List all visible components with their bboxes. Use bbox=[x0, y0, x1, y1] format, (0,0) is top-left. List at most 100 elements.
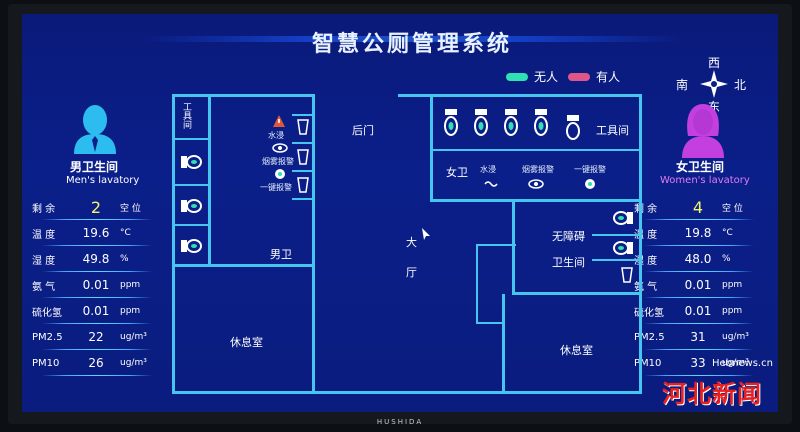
toilet-icon bbox=[534, 109, 548, 136]
smoke-detector-icon bbox=[528, 179, 544, 189]
wall bbox=[175, 264, 315, 267]
toilet-icon bbox=[181, 239, 202, 253]
toilet-icon bbox=[444, 109, 458, 136]
monitor-brand: HUSHIDA bbox=[376, 418, 424, 426]
wall bbox=[592, 259, 639, 261]
alarm-button-icon bbox=[585, 179, 595, 189]
room-label-men: 男卫 bbox=[270, 248, 292, 261]
compass-rose-icon bbox=[700, 70, 728, 98]
wall bbox=[292, 114, 312, 116]
sensor-label-smoke-left: 烟雾报警 bbox=[262, 157, 294, 166]
wall bbox=[476, 322, 502, 324]
smoke-detector-icon bbox=[272, 143, 288, 153]
room-label-women: 女卫 bbox=[446, 166, 468, 179]
toilet-icon bbox=[504, 109, 518, 136]
water-alert-icon bbox=[484, 181, 498, 187]
room-label-back-door: 后门 bbox=[352, 124, 374, 137]
page-title: 智慧公厕管理系统 bbox=[311, 32, 512, 57]
vacant-swatch bbox=[506, 72, 528, 81]
man-avatar-icon bbox=[74, 105, 116, 154]
sensor-label-water-right: 水浸 bbox=[480, 165, 496, 174]
woman-avatar-icon bbox=[682, 104, 724, 158]
wall bbox=[175, 224, 209, 226]
toilet-icon bbox=[181, 199, 202, 213]
room-label-lobby-1: 大 bbox=[406, 236, 417, 249]
urinal-icon bbox=[297, 177, 309, 193]
wall bbox=[175, 184, 209, 186]
compass: 西 南 北 东 bbox=[674, 54, 754, 124]
sensor-label-alarm-right: 一键报警 bbox=[574, 165, 606, 174]
water-alert-icon bbox=[273, 115, 285, 127]
watermark-logo: 河北新闻网 bbox=[662, 380, 762, 408]
wall bbox=[172, 94, 312, 97]
compass-west: 西 bbox=[708, 56, 721, 70]
floor-plan: 工具间 后门 水浸 烟雾报警 一键报警 男卫 大 厅 休息室 女卫 水浸 烟雾报… bbox=[172, 94, 642, 412]
room-label-lounge-right: 休息室 bbox=[560, 344, 593, 357]
title-bar: 智慧公厕管理系统 bbox=[142, 18, 682, 60]
wall bbox=[430, 94, 433, 199]
dashboard-screen: 智慧公厕管理系统 无人 有人 西 南 北 东 男卫生间 Men's lavato… bbox=[22, 14, 778, 412]
toilet-icon bbox=[181, 155, 202, 169]
toilet-icon bbox=[566, 115, 580, 140]
room-label-lobby-2: 厅 bbox=[406, 266, 417, 279]
wall bbox=[208, 94, 211, 264]
wall bbox=[512, 202, 515, 292]
wall bbox=[292, 142, 312, 144]
sensor-label-smoke-right: 烟雾报警 bbox=[522, 165, 554, 174]
wall bbox=[430, 149, 639, 151]
vacant-label: 无人 bbox=[534, 70, 559, 84]
wall bbox=[172, 94, 175, 394]
toilet-icon bbox=[474, 109, 488, 136]
wall bbox=[592, 234, 639, 236]
wall bbox=[312, 94, 315, 392]
wall bbox=[476, 244, 478, 322]
room-label-tool-left: 工具间 bbox=[181, 102, 191, 129]
men-panel-title: 男卫生间 bbox=[70, 160, 119, 174]
wall bbox=[476, 244, 516, 246]
urinal-icon bbox=[297, 149, 309, 165]
urinal-icon bbox=[621, 267, 633, 283]
occupancy-legend: 无人 有人 bbox=[506, 68, 620, 85]
wall bbox=[639, 94, 642, 394]
mouse-cursor-icon bbox=[422, 228, 430, 240]
alarm-button-icon bbox=[275, 169, 285, 179]
wall bbox=[172, 391, 642, 394]
compass-south: 南 bbox=[676, 78, 689, 92]
room-label-accessible-1: 无障碍 bbox=[552, 230, 585, 243]
room-label-lounge-left: 休息室 bbox=[230, 336, 263, 349]
women-panel-subtitle: Women's lavatory bbox=[660, 175, 750, 186]
men-panel-subtitle: Men's lavatory bbox=[66, 175, 140, 186]
watermark-site: Hebnews.cn bbox=[712, 358, 773, 369]
wall bbox=[512, 292, 639, 295]
wall bbox=[398, 94, 642, 97]
room-label-tool-right: 工具间 bbox=[596, 124, 629, 137]
wall bbox=[175, 138, 209, 140]
wall bbox=[292, 198, 312, 200]
sensor-label-alarm-left: 一键报警 bbox=[260, 183, 292, 192]
sensor-label-water-left: 水浸 bbox=[268, 131, 284, 140]
toilet-icon bbox=[613, 241, 633, 255]
toilet-icon bbox=[613, 211, 633, 225]
room-label-accessible-2: 卫生间 bbox=[552, 256, 585, 269]
wall bbox=[502, 294, 505, 392]
women-panel-title: 女卫生间 bbox=[676, 160, 725, 174]
wall bbox=[292, 170, 312, 172]
occupied-swatch bbox=[568, 72, 591, 81]
urinal-icon bbox=[297, 119, 309, 135]
